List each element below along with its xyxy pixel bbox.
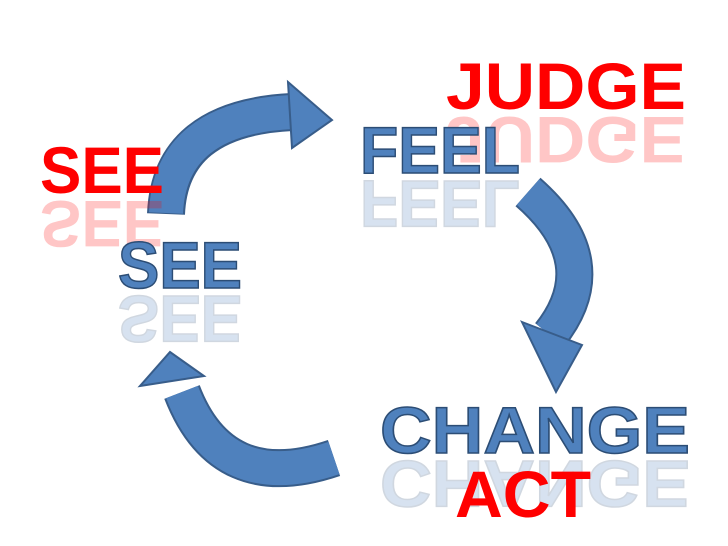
label-change-blue: CHANGE CHANGE — [379, 392, 691, 522]
arrow-change-to-see — [137, 350, 341, 488]
svg-text:SEE: SEE — [118, 228, 242, 302]
reflection: FEEL — [360, 167, 520, 241]
label-act-red: ACT — [455, 457, 591, 531]
reflection: CHANGE — [380, 447, 690, 521]
arrow-see-to-feel — [147, 79, 334, 216]
reflection: SEE — [118, 282, 242, 356]
svg-text:CHANGE: CHANGE — [380, 393, 690, 467]
svg-text:ACT: ACT — [455, 457, 591, 531]
reflection: SEE — [40, 187, 164, 261]
svg-text:JUDGE: JUDGE — [446, 49, 686, 123]
svg-text:SEE: SEE — [40, 133, 164, 207]
arrow-feel-to-change — [515, 177, 594, 395]
reflection: JUDGE — [446, 103, 686, 177]
svg-text:FEEL: FEEL — [360, 113, 520, 187]
label-feel-blue: FEEL FEEL — [359, 112, 521, 242]
label-judge-red: JUDGE JUDGE — [446, 49, 686, 177]
label-see-red: SEE SEE — [40, 133, 164, 261]
label-see-blue: SEE SEE — [117, 227, 243, 357]
